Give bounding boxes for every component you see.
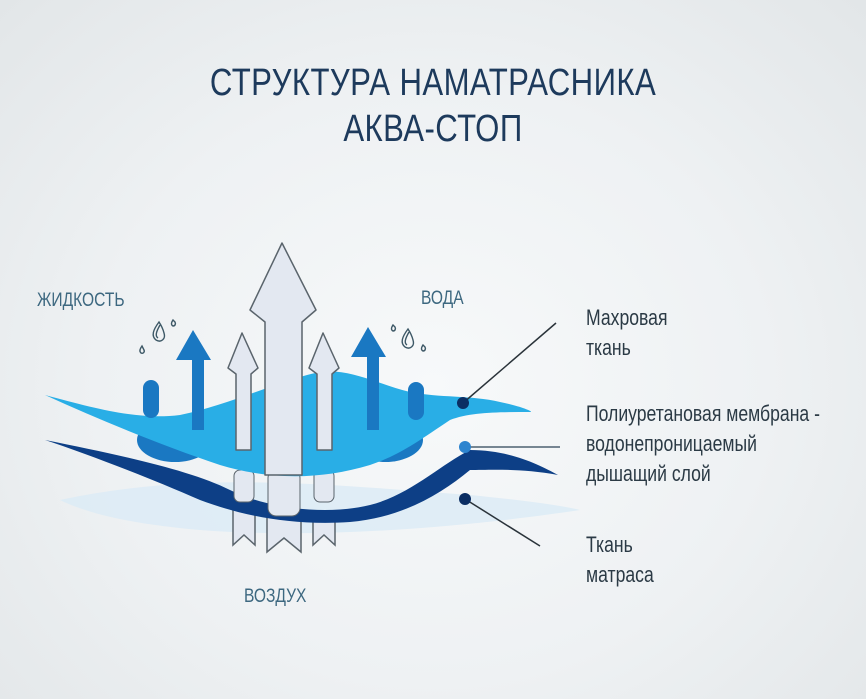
desc-line: Махровая bbox=[586, 305, 668, 330]
diagram-title-line2: АКВА-СТОП bbox=[343, 108, 523, 150]
arrow-up-icon bbox=[249, 242, 317, 476]
air-arrows bbox=[227, 242, 340, 476]
layer-desc-terry: Махровая ткань bbox=[586, 303, 668, 363]
fiber-pill-left bbox=[143, 380, 159, 418]
water-drops-icon bbox=[390, 323, 427, 352]
desc-line: Ткань bbox=[586, 532, 633, 557]
layer-desc-membrane: Полиуретановая мембрана - водонепроницае… bbox=[586, 399, 820, 489]
arrow-up-icon bbox=[227, 332, 259, 451]
fiber-pill-right bbox=[408, 382, 424, 420]
pointer-lines bbox=[457, 322, 560, 547]
desc-line: Полиуретановая мембрана - bbox=[586, 401, 820, 426]
label-liquid: ЖИДКОСТЬ bbox=[37, 290, 125, 311]
diagram-title-line1: СТРУКТУРА НАМАТРАСНИКА bbox=[209, 62, 657, 104]
desc-line: ткань bbox=[586, 335, 631, 360]
desc-line: матраса bbox=[586, 562, 654, 587]
desc-line: водонепроницаемый bbox=[586, 431, 758, 456]
label-water: ВОДА bbox=[421, 288, 464, 309]
arrow-up-icon bbox=[176, 330, 211, 430]
water-drops-icon bbox=[139, 318, 177, 354]
label-air: ВОЗДУХ bbox=[244, 586, 307, 607]
arrow-up-icon bbox=[351, 327, 386, 430]
desc-line: дышащий слой bbox=[586, 461, 711, 486]
arrow-up-icon bbox=[308, 332, 340, 451]
layer-desc-mattress: Ткань матраса bbox=[586, 530, 654, 590]
liquid-arrows bbox=[176, 327, 386, 430]
